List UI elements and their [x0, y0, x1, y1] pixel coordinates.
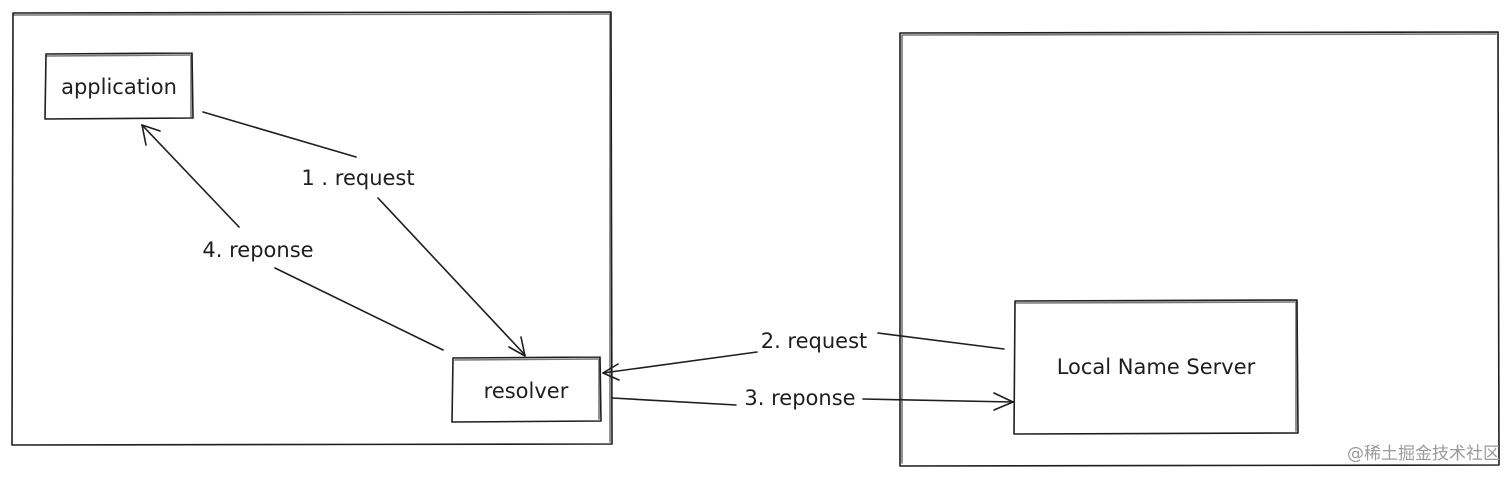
edge-step3-response: 3. reponse: [611, 386, 1014, 411]
local-name-server-node: Local Name Server: [1013, 299, 1299, 435]
resolver-node: resolver: [451, 356, 602, 423]
local-name-server-label: Local Name Server: [1057, 355, 1256, 379]
client-host-container: [11, 11, 613, 446]
edge-step3-label: 3. reponse: [744, 386, 855, 410]
edge-step4-response: 4. reponse: [141, 124, 444, 351]
edge-step1-label: 1 . request: [301, 166, 414, 190]
application-label: application: [61, 75, 177, 99]
watermark-text: @稀土掘金技术社区: [1347, 444, 1500, 464]
name-server-host-container: [899, 31, 1500, 467]
application-node: application: [44, 52, 194, 120]
edge-step1-request: 1 . request: [202, 111, 526, 357]
edge-step4-label: 4. reponse: [202, 238, 313, 262]
edge-step2-request: 2. request: [602, 329, 1005, 381]
edge-step2-label: 2. request: [761, 329, 868, 353]
resolver-label: resolver: [484, 379, 569, 403]
